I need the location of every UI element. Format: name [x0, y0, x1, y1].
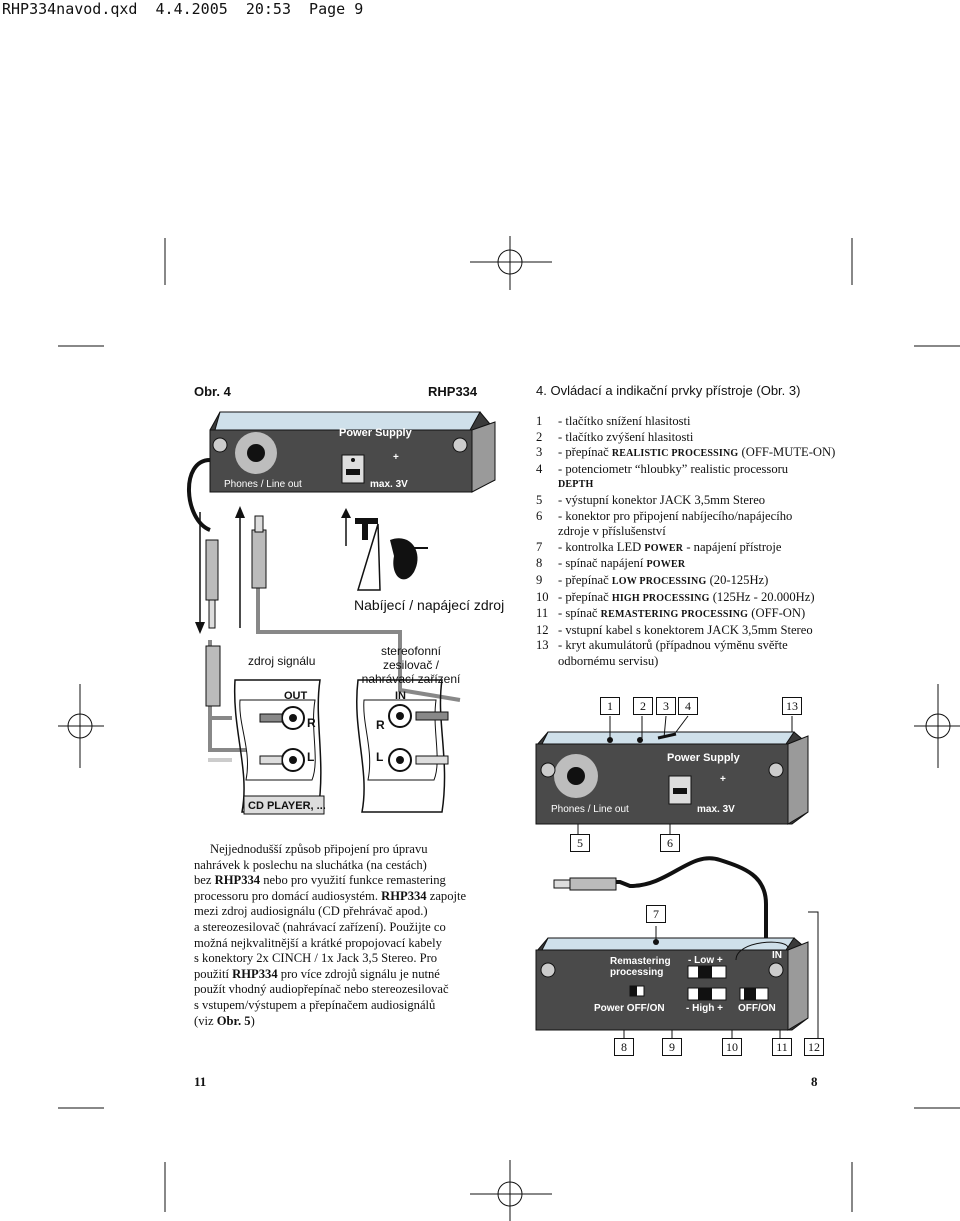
- low-label: - Low +: [688, 955, 723, 966]
- charger-label: Nabíjecí / napájecí zdroj: [354, 597, 505, 613]
- list-item: 2- tlačítko zvýšení hlasitosti: [536, 429, 694, 444]
- page-number-left: 11: [194, 1074, 207, 1089]
- connection-diagram: [187, 411, 496, 815]
- controls-list: 1- tlačítko snížení hlasitosti 2- tlačít…: [536, 414, 946, 670]
- model-label: RHP334: [428, 384, 478, 399]
- list-item: 12- vstupní kabel s konektorem JACK 3,5m…: [536, 622, 813, 637]
- list-item: 9- přepínač LOW PROCESSING (20-125Hz): [536, 572, 769, 587]
- high-label: - High +: [686, 1003, 723, 1014]
- figure-label: Obr. 4: [194, 384, 231, 399]
- list-item: 7- kontrolka LED POWER - napájení přístr…: [536, 539, 782, 554]
- plus-label: +: [393, 452, 399, 463]
- in-panel-title: IN: [395, 690, 406, 702]
- callout-8: 8: [614, 1038, 634, 1056]
- list-item: 13- kryt akumulátorů (případnou výměnu s…: [536, 638, 788, 653]
- device-back-view: [535, 937, 809, 1031]
- device-front-view: [535, 731, 809, 825]
- voltage-label: max. 3V: [370, 479, 408, 490]
- front-power-supply-label: Power Supply: [667, 752, 740, 764]
- callout-4: 4: [678, 697, 698, 715]
- callout-9: 9: [662, 1038, 682, 1056]
- list-item: 5- výstupní konektor JACK 3,5mm Stereo: [536, 492, 766, 507]
- remastering-label: Remastering processing: [610, 956, 671, 978]
- callout-12: 12: [804, 1038, 824, 1056]
- list-item: 3- přepínač REALISTIC PROCESSING (OFF-MU…: [536, 445, 836, 460]
- device-diagram: [535, 715, 819, 1040]
- callout-11: 11: [772, 1038, 792, 1056]
- remastering-switch-label: OFF/ON: [738, 1003, 776, 1014]
- list-item: 6- konektor pro připojení nabíjecího/nap…: [536, 508, 793, 523]
- connection-paragraph: Nejjednodušší způsob připojení pro úprav…: [194, 842, 467, 1028]
- list-item-continuation: odbornému servisu): [558, 653, 659, 668]
- callout-3: 3: [656, 697, 676, 715]
- charger-plug: [341, 508, 428, 591]
- cd-player-label: CD PLAYER, ...: [248, 800, 326, 812]
- in-l-label: L: [376, 750, 384, 764]
- front-voltage-label: max. 3V: [697, 804, 735, 815]
- list-item: 11- spínač REMASTERING PROCESSING (OFF-O…: [536, 606, 806, 621]
- in-r-label: R: [376, 718, 385, 732]
- in-jack-label: IN: [772, 950, 782, 961]
- list-item: 4- potenciometr “hloubky” realistic proc…: [536, 461, 789, 476]
- callout-13: 13: [782, 697, 802, 715]
- list-item: 1- tlačítko snížení hlasitosti: [536, 414, 691, 428]
- front-phones-label: Phones / Line out: [551, 804, 629, 815]
- callout-2: 2: [633, 697, 653, 715]
- callout-1: 1: [600, 697, 620, 715]
- amplifier-label: stereofonní zesilovač / nahrávací zaříze…: [361, 644, 461, 686]
- out-panel-title: OUT: [284, 690, 308, 702]
- phones-line-out-label: Phones / Line out: [224, 479, 302, 490]
- page-number-right: 8: [811, 1074, 818, 1089]
- power-supply-label: Power Supply: [339, 427, 412, 439]
- list-item-continuation: zdroje v příslušenství: [558, 524, 666, 539]
- out-l-label: L: [307, 750, 315, 764]
- device-top-view: [209, 411, 496, 493]
- callout-10: 10: [722, 1038, 742, 1056]
- callout-7: 7: [646, 905, 666, 923]
- section-title: 4. Ovládací a indikační prvky přístroje …: [536, 383, 801, 398]
- out-r-label: R: [307, 716, 316, 730]
- signal-source-label: zdroj signálu: [248, 654, 316, 668]
- list-item: 8- spínač napájení POWER: [536, 556, 686, 571]
- file-header: RHP334navod.qxd 4.4.2005 20:53 Page 9: [2, 0, 364, 18]
- front-plus-label: +: [720, 774, 726, 785]
- jack-plugs: [195, 506, 267, 634]
- callout-6: 6: [660, 834, 680, 852]
- power-switch-label: Power OFF/ON: [594, 1003, 665, 1014]
- callout-5: 5: [570, 834, 590, 852]
- list-item-continuation: DEPTH: [558, 479, 594, 491]
- list-item: 10- přepínač HIGH PROCESSING (125Hz - 20…: [536, 589, 815, 604]
